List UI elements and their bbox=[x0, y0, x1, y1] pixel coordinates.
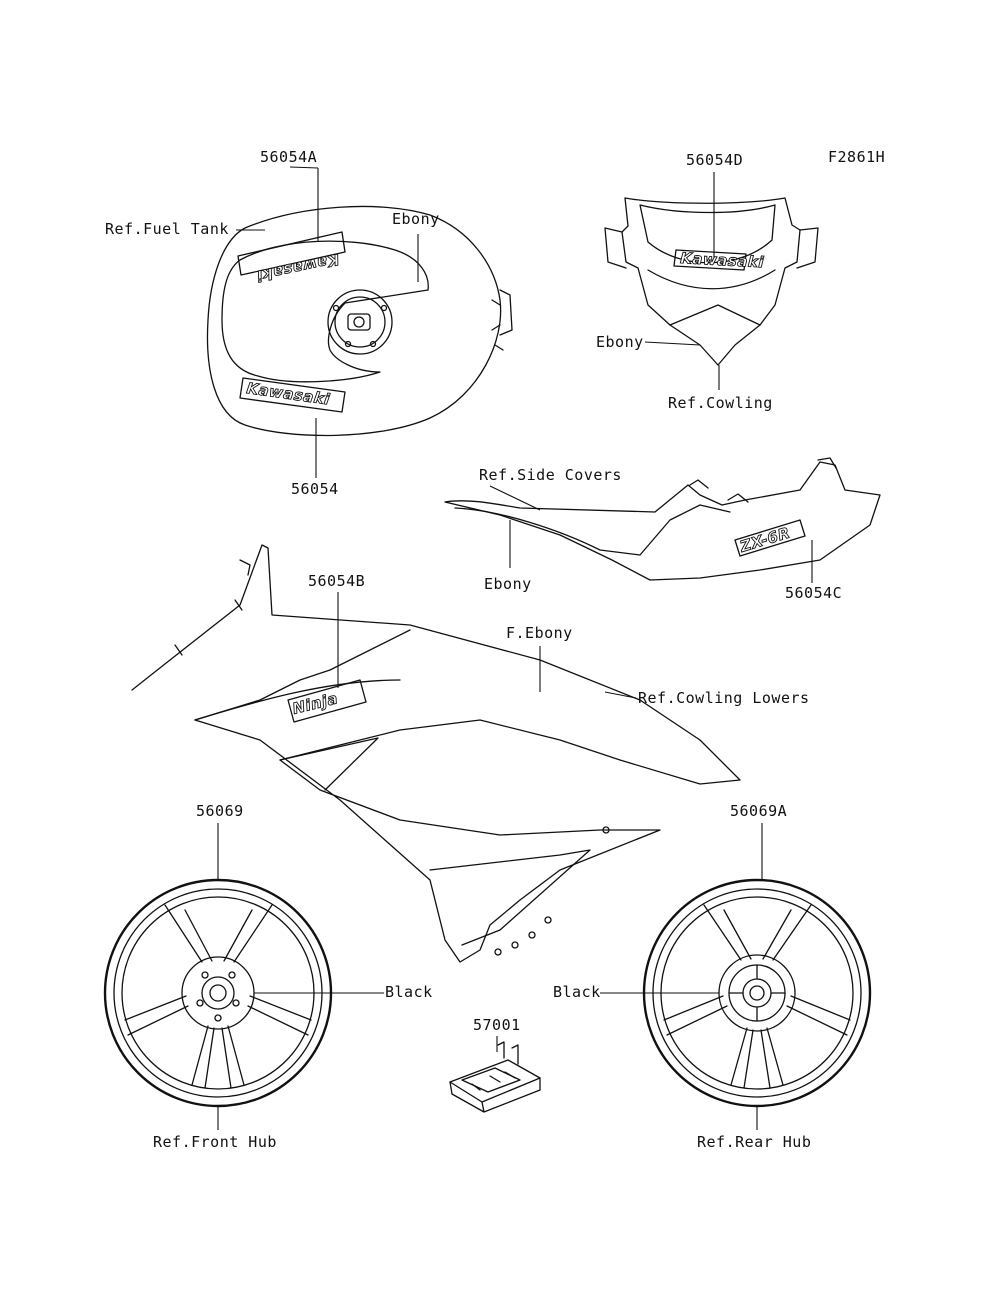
label-cowling-ebony: Ebony bbox=[596, 333, 644, 351]
label-rear-black: Black bbox=[553, 983, 601, 1001]
fuel-cap bbox=[327, 289, 393, 355]
tail-logo: ZX-6R bbox=[737, 524, 792, 557]
label-front-black: Black bbox=[385, 983, 433, 1001]
label-side-ebony: Ebony bbox=[484, 575, 532, 593]
tank-top-decal: Kawasaki bbox=[237, 231, 346, 286]
label-56054D: 56054D bbox=[686, 151, 743, 169]
label-56054C: 56054C bbox=[785, 584, 842, 602]
lower-logo: Ninja bbox=[291, 689, 340, 718]
label-ref-rear-hub: Ref.Rear Hub bbox=[697, 1133, 811, 1151]
cowling-logo: Kawasaki bbox=[680, 249, 765, 271]
cowling-lowers: Ninja bbox=[131, 544, 741, 963]
label-57001: 57001 bbox=[473, 1016, 521, 1034]
label-ref-cowling: Ref.Cowling bbox=[668, 394, 773, 412]
label-56054A: 56054A bbox=[260, 148, 317, 166]
label-ref-side-covers: Ref.Side Covers bbox=[479, 466, 622, 484]
label-f-ebony: F.Ebony bbox=[506, 624, 573, 642]
cowling-decal: Kawasaki bbox=[673, 249, 765, 272]
label-ref-cowling-lowers: Ref.Cowling Lowers bbox=[638, 689, 810, 707]
figure-code: F2861H bbox=[828, 148, 885, 166]
clip-57001 bbox=[449, 1041, 541, 1113]
label-56054: 56054 bbox=[291, 480, 339, 498]
tank-top-logo: Kawasaki bbox=[255, 250, 341, 285]
label-56069: 56069 bbox=[196, 802, 244, 820]
upper-cowling: Kawasaki bbox=[604, 197, 819, 366]
label-ref-fuel-tank: Ref.Fuel Tank bbox=[105, 220, 229, 238]
label-56054B: 56054B bbox=[308, 572, 365, 590]
fuel-tank: Kawasaki Kawasaki bbox=[206, 205, 513, 437]
label-56069A: 56069A bbox=[730, 802, 787, 820]
tank-bottom-decal: Kawasaki bbox=[239, 377, 346, 413]
label-ref-front-hub: Ref.Front Hub bbox=[153, 1133, 277, 1151]
tail-decal: ZX-6R bbox=[734, 519, 806, 557]
label-tank-ebony: Ebony bbox=[392, 210, 440, 228]
